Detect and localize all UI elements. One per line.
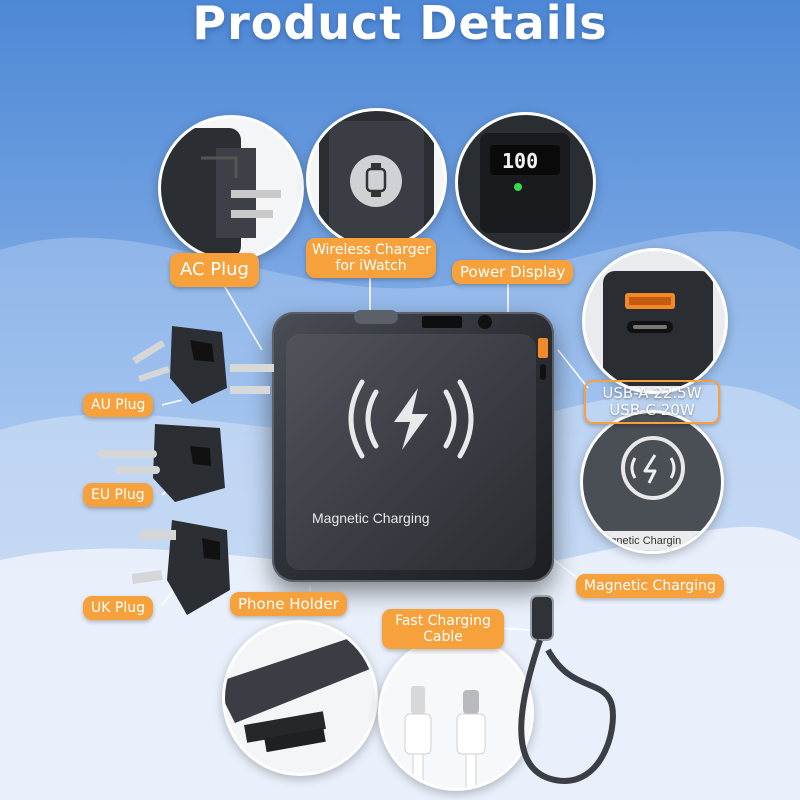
uk-plug-image xyxy=(132,520,230,615)
usb-port-icon xyxy=(625,293,675,333)
usb-c-port xyxy=(540,364,546,380)
label-fast-charging-cable: Fast Charging Cable xyxy=(382,609,504,649)
label-fast-cable-line2: Cable xyxy=(423,629,463,645)
cable-connectors-detail-circle xyxy=(378,635,534,791)
label-usb-line1: USB-A 22.5W xyxy=(602,384,702,402)
page-title: Product Details xyxy=(192,0,608,50)
label-usb-ports: USB-A 22.5W USB-C 20W xyxy=(584,380,720,424)
ac-plug-detail-circle xyxy=(158,115,304,261)
device-face xyxy=(286,334,536,570)
wireless-charging-icon xyxy=(630,454,676,484)
power-bank-device: Magnetic Charging xyxy=(230,310,554,582)
watch-charger-spot xyxy=(354,310,398,324)
usb-c-connector-icon xyxy=(456,690,486,788)
label-wireless-charger-line1: Wireless Charger xyxy=(312,242,432,258)
wireless-charging-icon xyxy=(348,379,474,459)
power-display-detail-circle: 100 xyxy=(455,112,596,253)
phone-holder-detail-circle xyxy=(222,620,378,776)
ac-prongs xyxy=(230,364,274,394)
au-plug-image xyxy=(132,326,227,404)
label-fast-cable-line1: Fast Charging xyxy=(395,613,491,629)
label-usb-line2: USB-C 20W xyxy=(609,401,695,419)
label-au-plug: AU Plug xyxy=(83,393,154,417)
power-button xyxy=(478,315,492,329)
label-wireless-charger: Wireless Charger for iWatch xyxy=(306,238,436,278)
label-magnetic-charging: Magnetic Charging xyxy=(576,574,724,598)
label-phone-holder: Phone Holder xyxy=(230,592,347,616)
magnetic-circle-text: Magnetic Chargin xyxy=(595,535,682,547)
label-power-display: Power Display xyxy=(452,260,574,284)
label-wireless-charger-line2: for iWatch xyxy=(335,258,407,274)
usb-a-port xyxy=(538,338,548,358)
label-ac-plug: AC Plug xyxy=(170,253,259,287)
label-eu-plug: EU Plug xyxy=(83,483,153,507)
lightning-connector-icon xyxy=(404,686,432,788)
eu-plug-image xyxy=(97,424,225,502)
magnetic-charging-detail-circle: Magnetic Chargin xyxy=(580,410,724,554)
label-uk-plug: UK Plug xyxy=(83,596,153,620)
display-value-text: 100 xyxy=(502,149,539,173)
watch-icon xyxy=(365,163,387,197)
device-face-text: Magnetic Charging xyxy=(312,510,430,526)
usb-ports-detail-circle xyxy=(582,248,728,394)
mini-display xyxy=(422,316,462,328)
watch-charger-detail-circle xyxy=(306,108,447,249)
